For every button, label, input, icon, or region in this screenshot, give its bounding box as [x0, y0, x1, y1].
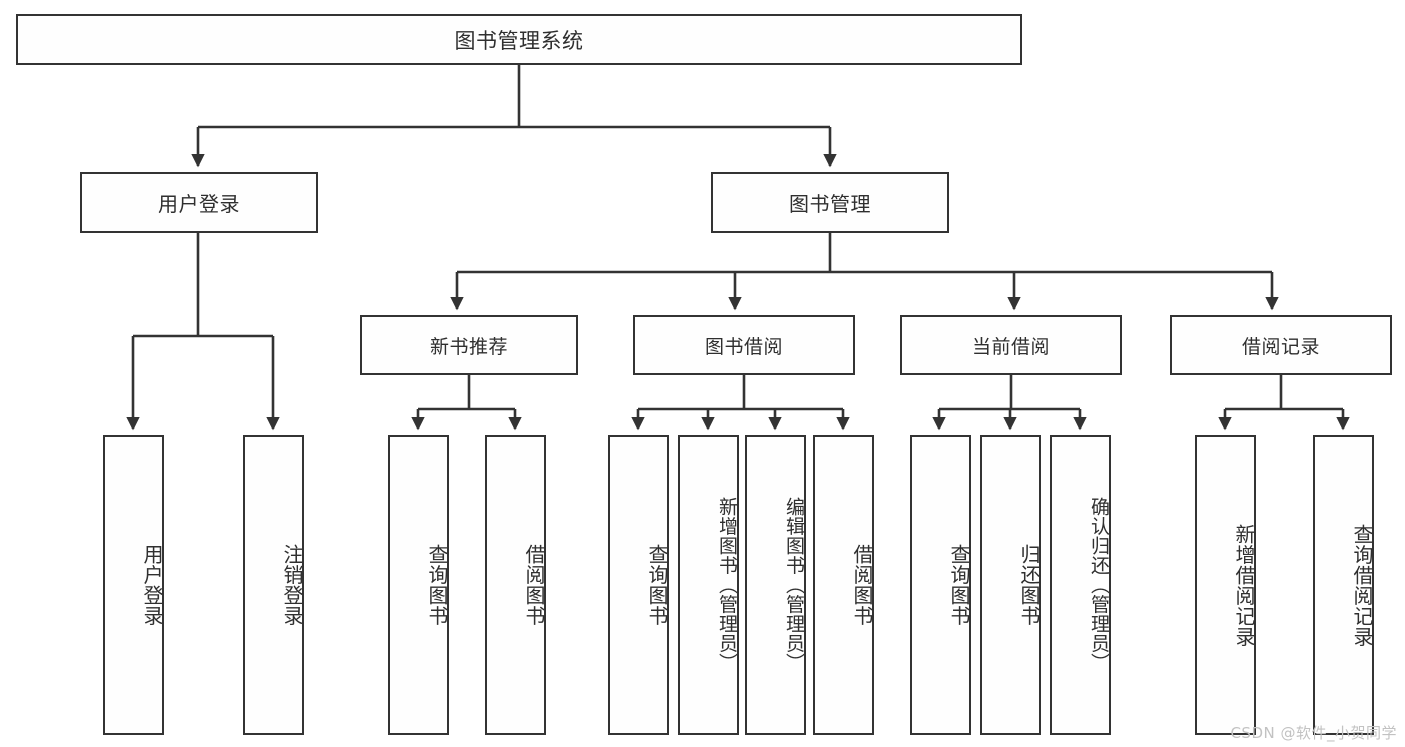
node-leaf-query-borrow-record[interactable]: 查询借阅记录	[1313, 435, 1374, 735]
node-borrow-record[interactable]: 借阅记录	[1170, 315, 1392, 375]
node-leaf-return-book[interactable]: 归还图书	[980, 435, 1041, 735]
node-label: 归还图书	[1017, 544, 1041, 626]
node-label: 借阅图书	[522, 544, 546, 626]
node-root-book-management-system[interactable]: 图书管理系统	[16, 14, 1022, 65]
node-leaf-query-book-current[interactable]: 查询图书	[910, 435, 971, 735]
node-leaf-borrow-book[interactable]: 借阅图书	[813, 435, 874, 735]
node-current-borrow[interactable]: 当前借阅	[900, 315, 1122, 375]
node-leaf-query-book-borrow[interactable]: 查询图书	[608, 435, 669, 735]
node-user-login[interactable]: 用户登录	[80, 172, 318, 233]
node-leaf-add-borrow-record[interactable]: 新增借阅记录	[1195, 435, 1256, 735]
node-book-management[interactable]: 图书管理	[711, 172, 949, 233]
node-label: 确认归还（管理员）	[1088, 497, 1110, 673]
csdn-watermark: CSDN @软件_小贺同学	[1230, 724, 1397, 742]
node-label: 图书借阅	[704, 335, 783, 358]
node-leaf-edit-book-admin[interactable]: 编辑图书（管理员）	[745, 435, 806, 735]
node-label: 查询图书	[645, 544, 669, 626]
node-label: 注销登录	[280, 544, 304, 626]
node-leaf-confirm-return-admin[interactable]: 确认归还（管理员）	[1050, 435, 1111, 735]
node-leaf-add-book-admin[interactable]: 新增图书（管理员）	[678, 435, 739, 735]
node-label: 图书管理	[789, 192, 871, 216]
node-label: 借阅图书	[850, 544, 874, 626]
node-leaf-logout[interactable]: 注销登录	[243, 435, 304, 735]
node-leaf-user-login[interactable]: 用户登录	[103, 435, 164, 735]
node-label: 用户登录	[158, 192, 240, 216]
node-new-book-recommend[interactable]: 新书推荐	[360, 315, 578, 375]
node-label: 用户登录	[140, 544, 164, 626]
node-book-borrow[interactable]: 图书借阅	[633, 315, 855, 375]
node-label: 查询借阅记录	[1350, 523, 1374, 647]
node-label: 编辑图书（管理员）	[783, 497, 805, 673]
node-label: 查询图书	[947, 544, 971, 626]
node-label: 借阅记录	[1241, 335, 1320, 358]
node-label: 当前借阅	[971, 335, 1050, 358]
node-leaf-borrow-book-recommend[interactable]: 借阅图书	[485, 435, 546, 735]
node-label: 图书管理系统	[454, 28, 584, 53]
node-label: 新书推荐	[429, 335, 508, 358]
node-leaf-query-book-recommend[interactable]: 查询图书	[388, 435, 449, 735]
node-label: 查询图书	[425, 544, 449, 626]
node-label: 新增借阅记录	[1232, 523, 1256, 647]
node-label: 新增图书（管理员）	[716, 497, 738, 673]
